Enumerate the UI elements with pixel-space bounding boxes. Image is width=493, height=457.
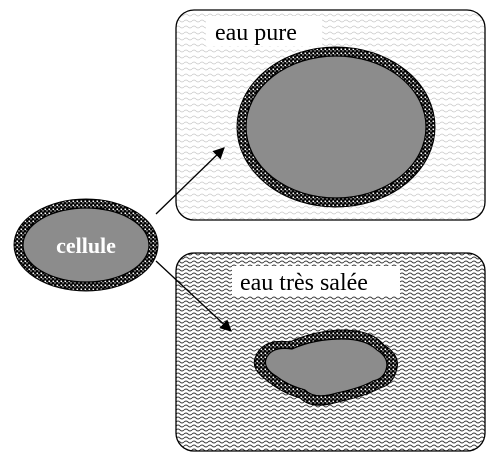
salty-water-panel: eau très salée bbox=[175, 252, 486, 452]
pure-water-label-bg bbox=[206, 16, 322, 46]
salty-water-label-bg bbox=[232, 266, 400, 296]
salty-water-label: eau très salée bbox=[240, 270, 368, 296]
shrunken-cell-body bbox=[264, 338, 388, 397]
arrow-to-salty-water bbox=[155, 260, 232, 332]
pure-water-panel: eau pure bbox=[175, 9, 486, 221]
arrow-to-pure-water bbox=[155, 147, 225, 215]
cell-label: cellule bbox=[56, 233, 116, 258]
original-cell-body bbox=[22, 207, 150, 283]
pure-water-label: eau pure bbox=[215, 20, 297, 46]
swollen-cell-body bbox=[245, 55, 427, 199]
original-cell: cellule bbox=[13, 198, 159, 292]
